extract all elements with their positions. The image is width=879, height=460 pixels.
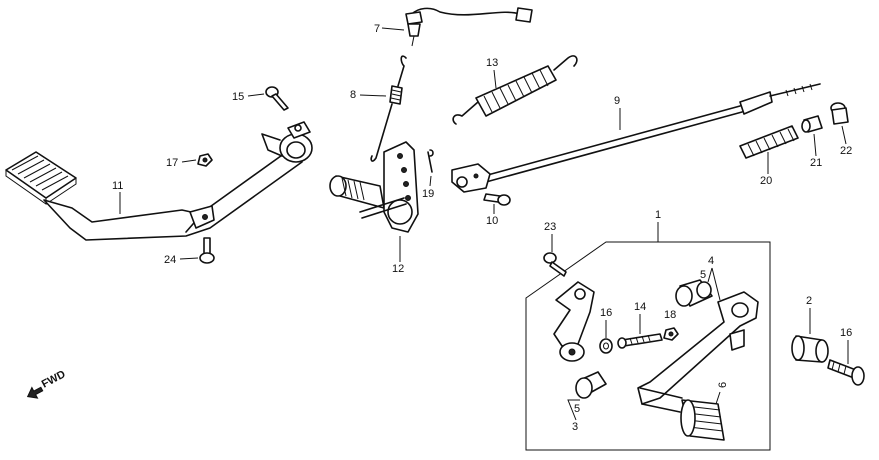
- brake-rod-9: [451, 83, 821, 193]
- bushing-5: [675, 279, 713, 307]
- gearshift-assembly-box: [525, 241, 771, 451]
- adjust-nut-22: [830, 102, 849, 125]
- label-1: 1: [655, 209, 661, 221]
- label-17: 17: [166, 157, 178, 169]
- label-9: 9: [614, 95, 620, 107]
- label-2: 2: [806, 295, 812, 307]
- label-20: 20: [760, 175, 772, 187]
- label-16b: 16: [840, 327, 852, 339]
- bolt-24: [199, 237, 215, 264]
- label-14: 14: [634, 301, 646, 313]
- brake-pedal: [5, 121, 313, 241]
- label-5b: 5: [574, 403, 580, 415]
- brake-arm-12: [329, 141, 419, 233]
- label-18: 18: [664, 309, 676, 321]
- label-21: 21: [810, 157, 822, 169]
- label-3: 3: [572, 421, 578, 433]
- forward-arrow-icon: [26, 386, 44, 399]
- bolt-10: [483, 193, 511, 206]
- label-19: 19: [422, 188, 434, 200]
- label-4: 4: [708, 255, 714, 267]
- label-13: 13: [486, 57, 498, 69]
- bolt-14: [617, 333, 663, 349]
- bolt-16: [827, 359, 865, 386]
- nut-18: [663, 327, 679, 341]
- label-7: 7: [374, 23, 380, 35]
- label-10: 10: [486, 215, 498, 227]
- label-22: 22: [840, 145, 852, 157]
- gearshift-pedal: [637, 291, 759, 413]
- pin-19: [427, 149, 434, 173]
- label-15: 15: [232, 91, 244, 103]
- label-8: 8: [350, 89, 356, 101]
- bolt-15: [265, 86, 289, 111]
- label-5a: 5: [700, 269, 706, 281]
- washer-16: [599, 338, 613, 354]
- nut-17: [197, 153, 213, 167]
- return-spring-13: [452, 55, 578, 125]
- label-24: 24: [164, 254, 176, 266]
- label-16a: 16: [600, 307, 612, 319]
- collar-21: [801, 115, 823, 133]
- collar-2: [791, 335, 829, 363]
- spring-20: [739, 125, 799, 159]
- forward-direction-label: FWD: [40, 368, 68, 390]
- label-23: 23: [544, 221, 556, 233]
- label-6: 6: [717, 382, 729, 388]
- label-11: 11: [112, 180, 123, 192]
- shift-link-3: [553, 281, 607, 399]
- switch-spring-8: [370, 55, 407, 162]
- pedal-rubber-6: [680, 399, 725, 441]
- bolt-23: [543, 252, 567, 277]
- label-12: 12: [392, 263, 404, 275]
- brake-light-switch: [405, 7, 533, 47]
